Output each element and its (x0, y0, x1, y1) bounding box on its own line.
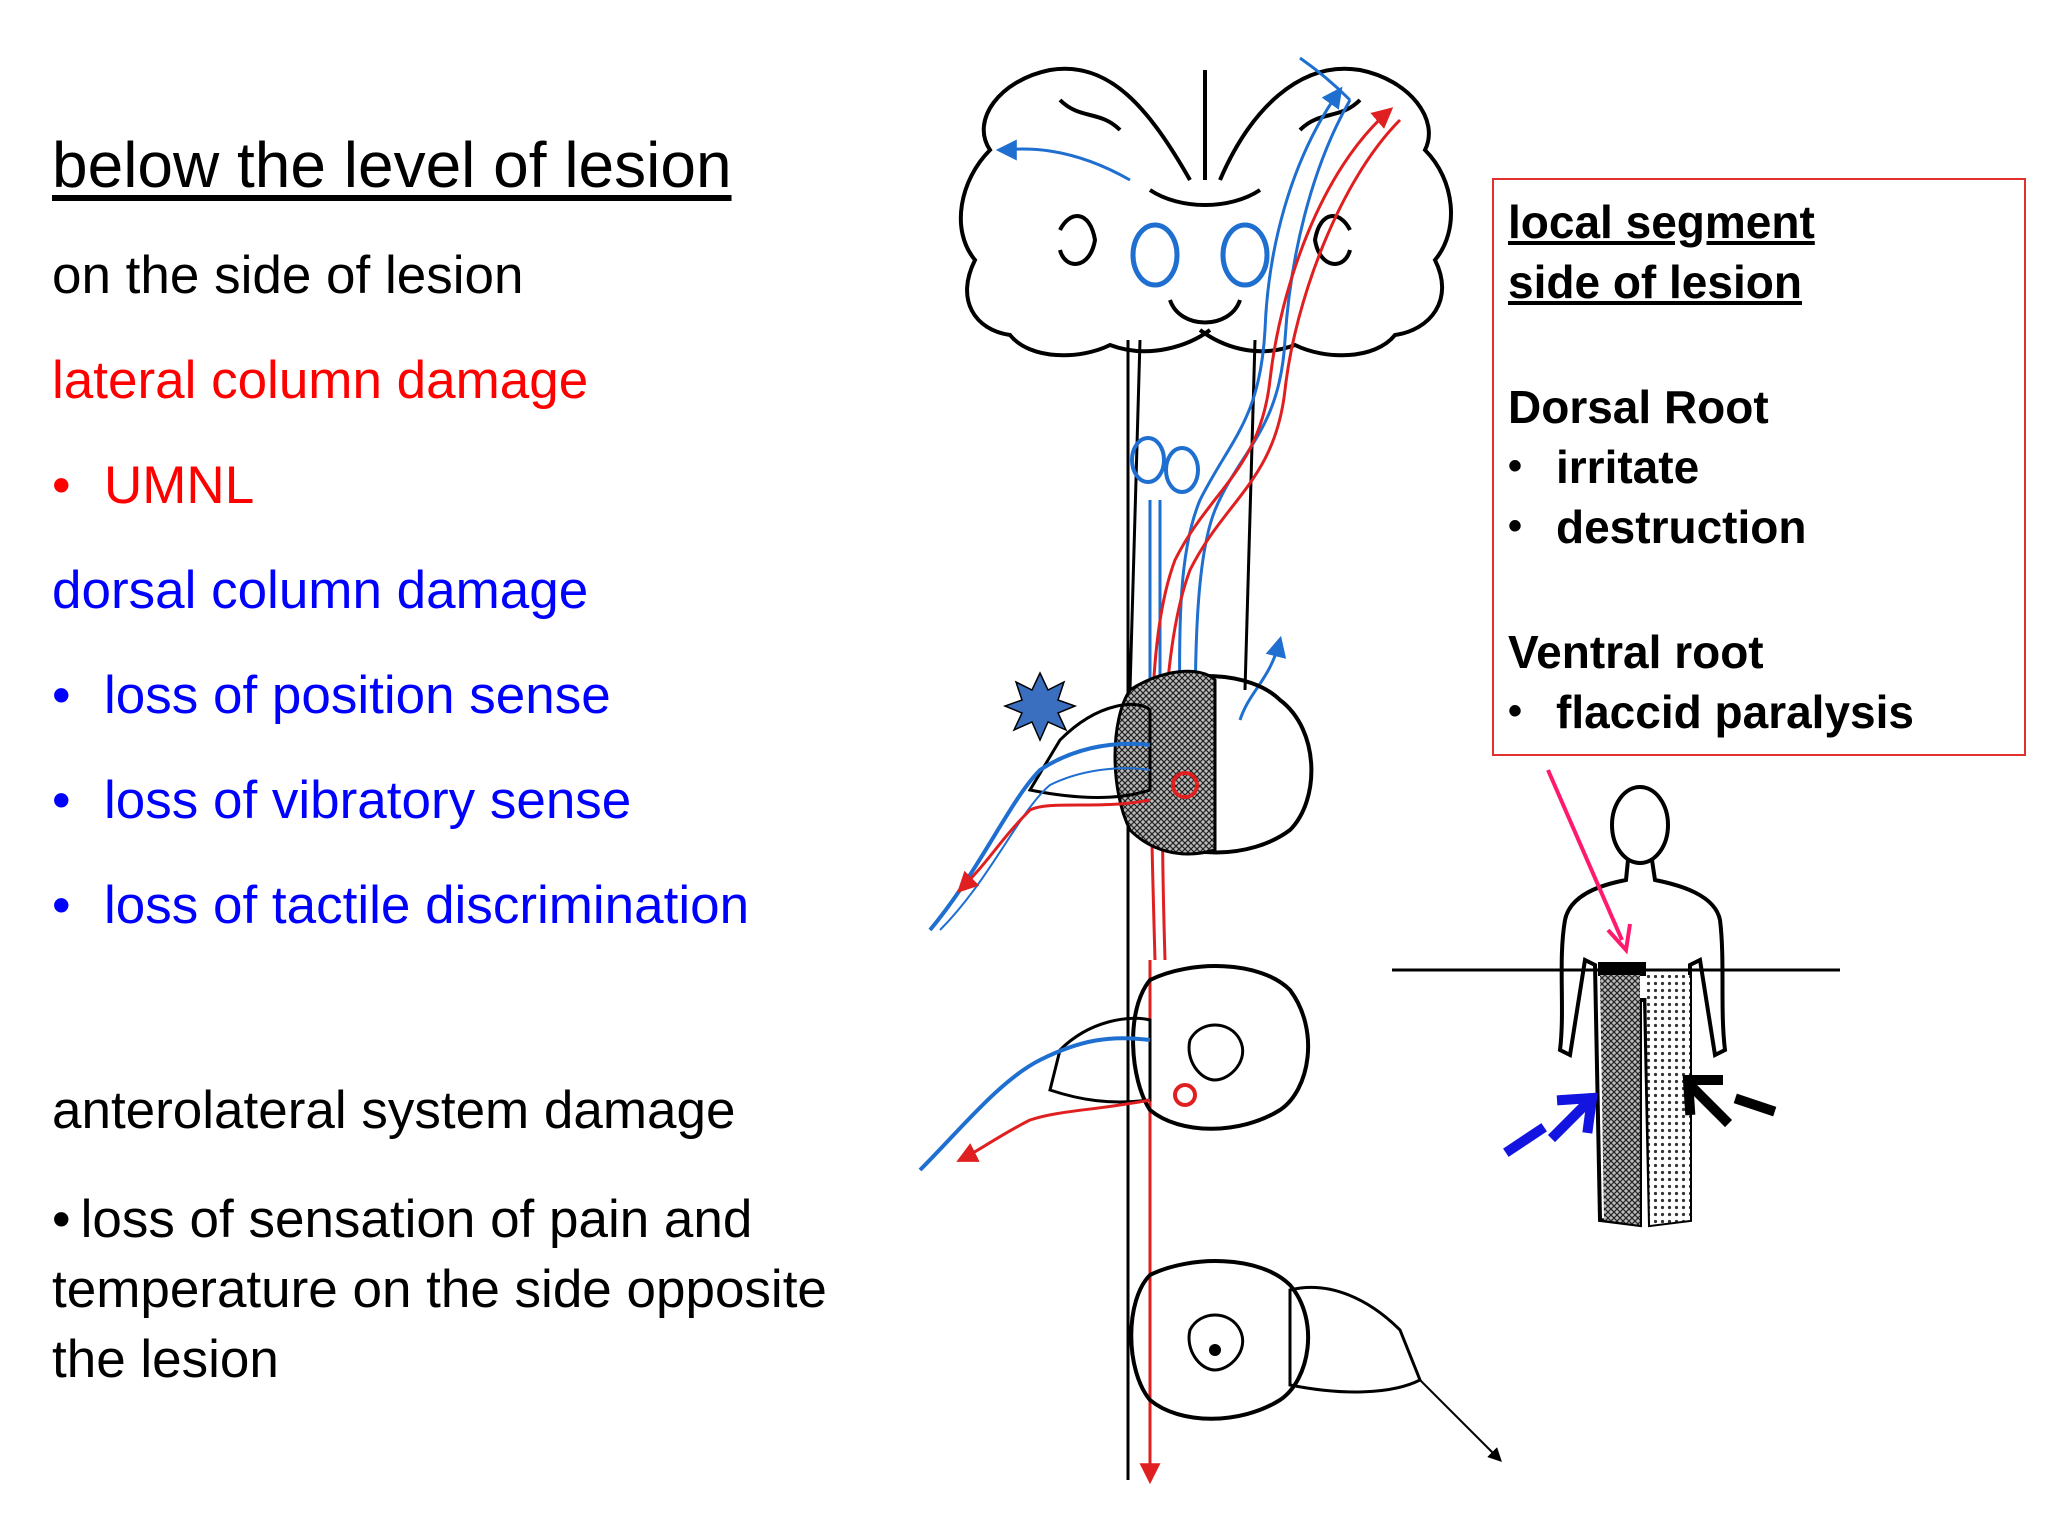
box-title-line2: side of lesion (1508, 256, 1802, 308)
brainstem-nuclei (1130, 436, 1200, 494)
dorsal-item-vibratory: loss of vibratory sense (104, 771, 632, 830)
anterolateral-heading: anterolateral system damage (52, 1081, 736, 1140)
dorsal-bullet-2: • (52, 771, 71, 830)
dorsal-root-item-destruction: destruction (1556, 501, 1807, 553)
dorsal-item-tactile: loss of tactile discrimination (104, 876, 750, 935)
anterolateral-bullet: • (52, 1190, 71, 1249)
human-figure (1392, 785, 1840, 1228)
dorsal-column-tract (995, 56, 1352, 761)
ventral-root-bullet: • (1508, 689, 1523, 733)
spinal-segment-upper (928, 669, 1314, 932)
dorsal-heading: dorsal column damage (52, 561, 589, 620)
thalamus-loops (1130, 222, 1270, 288)
dorsal-root-heading: Dorsal Root (1508, 381, 1769, 433)
anterolateral-description: loss of sensation of pain and temperatur… (52, 1190, 827, 1389)
anterolateral-text: •loss of sensation of pain and temperatu… (52, 1185, 912, 1395)
dorsal-bullet-3: • (52, 876, 71, 935)
dorsal-item-position: loss of position sense (104, 666, 611, 725)
page-title: below the level of lesion (52, 129, 732, 201)
lateral-heading: lateral column damage (52, 351, 589, 410)
side-label: on the side of lesion (52, 246, 524, 305)
dorsal-root-bullet-2: • (1508, 504, 1523, 548)
box-title-line1: local segment (1508, 196, 1815, 248)
spinal-segment-lower (1129, 1259, 1502, 1462)
dorsal-bullet-1: • (52, 666, 71, 725)
spinal-segment-middle (918, 964, 1311, 1172)
black-arrow-icon (1682, 1075, 1777, 1128)
ventral-root-heading: Ventral root (1508, 626, 1764, 678)
lateral-bullet: • (52, 456, 71, 515)
local-segment-box (1492, 178, 2026, 756)
lesion-star-icon (1002, 671, 1078, 742)
brain-section (958, 66, 1453, 358)
pink-arrow-icon (1546, 769, 1632, 955)
blue-arrow-icon (1503, 1092, 1598, 1157)
dorsal-root-item-irritate: irritate (1556, 441, 1700, 493)
ventral-root-item-flaccid: flaccid paralysis (1556, 686, 1914, 738)
lateral-item-umnl: UMNL (104, 456, 255, 515)
dorsal-root-bullet-1: • (1508, 444, 1523, 488)
